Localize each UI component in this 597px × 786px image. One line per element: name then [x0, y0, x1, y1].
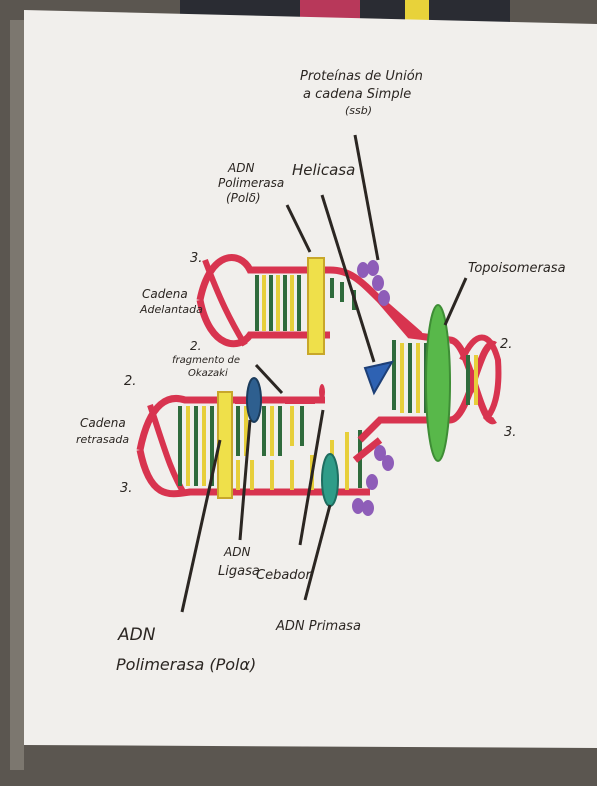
pol-alpha-line-1: ADN	[117, 625, 156, 645]
ssb-label-line-3: (ssb)	[345, 104, 372, 117]
paper-sheet	[24, 10, 597, 748]
end-marker-left-3: 3.	[120, 481, 132, 496]
cebador-label: Cebador	[256, 568, 312, 583]
ligase-shape	[247, 378, 261, 422]
pol-delta-line-1: ADN	[227, 161, 254, 175]
cadena-adelantada-line-2: Adelantada	[139, 303, 203, 316]
paper-edge-shadow	[10, 20, 24, 770]
ssb-label-line-2: a cadena Simple	[303, 87, 411, 102]
primasa-label: ADN Primasa	[275, 619, 361, 634]
cadena-retrasada-line-2: retrasada	[76, 433, 129, 446]
cadena-retrasada-line-1: Cadena	[80, 416, 126, 430]
end-marker-right-2: 2.	[500, 337, 512, 352]
ligasa-line-1: ADN	[223, 545, 250, 559]
topoisomerasa-label: Topoisomerasa	[468, 261, 566, 276]
ssb-label-line-1: Proteínas de Unión	[300, 69, 423, 84]
end-marker-top-left-3: 3.	[190, 251, 202, 266]
okazaki-line-2: Okazaki	[188, 368, 228, 379]
topoisomerase-shape	[426, 305, 450, 461]
okazaki-line-1: fragmento de	[172, 355, 240, 366]
pol-delta-block	[308, 258, 324, 354]
cadena-adelantada-line-1: Cadena	[142, 287, 188, 301]
ligasa-line-2: Ligasa	[218, 564, 260, 579]
pol-delta-line-3: (Polδ)	[226, 191, 261, 205]
end-marker-left-2: 2.	[124, 374, 136, 389]
end-marker-top-left-2: 2.	[190, 339, 201, 353]
pol-alpha-line-2: Polimerasa (Polα)	[116, 655, 256, 674]
end-marker-right-3: 3.	[504, 425, 516, 440]
okazaki-fragment-2	[285, 398, 315, 404]
small-primer-dot	[319, 384, 325, 400]
primase-shape	[322, 454, 338, 506]
pol-delta-line-2: Polimerasa	[218, 176, 284, 190]
helicasa-label: Helicasa	[292, 161, 355, 179]
